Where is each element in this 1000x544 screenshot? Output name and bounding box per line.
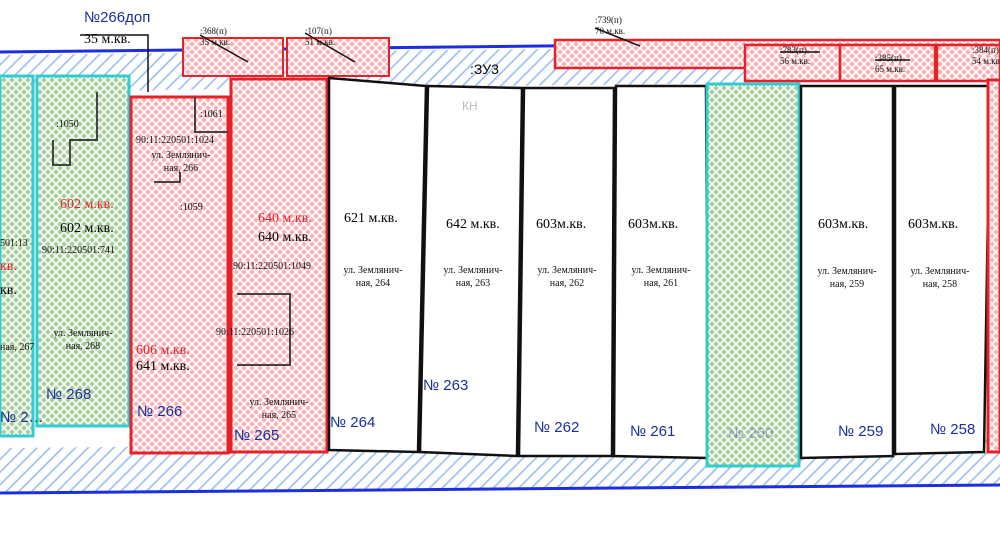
parcel-259-area: 603м.кв. <box>818 217 869 232</box>
parcel-265-addr: ул. Землянич- ная, 265 <box>249 397 309 421</box>
parcel-267-area-red: кв. <box>0 259 17 274</box>
parcel-265-shape <box>229 77 329 454</box>
parcel-265-ref: 90:11:220501:1026 <box>216 327 294 338</box>
leader-739 <box>594 27 641 47</box>
parcel-262-addr: ул. Землянич- ная, 262 <box>537 265 597 289</box>
parcel-261-num: № 261 <box>630 423 676 440</box>
parcel-261-addr: ул. Землянич- ная, 261 <box>631 265 691 289</box>
leader-368 <box>199 34 249 63</box>
parcel-258-shape <box>893 84 992 456</box>
strip-368-cad: :368(п) <box>200 26 227 36</box>
strip-368-area: 35 м.кв. <box>200 37 231 47</box>
parcel-262-area: 603м.кв. <box>536 217 587 232</box>
parcel-263-kn: КН <box>462 99 478 113</box>
parcel-266-inner2 <box>154 172 181 183</box>
parcel-267-cad: 501:13 <box>0 238 28 249</box>
parcel-259-addr: ул. Землянич- ная, 259 <box>817 266 877 290</box>
parcel-268-cad: 90:11:220501:741 <box>42 245 115 256</box>
parcel-267-addr: ная, 267 <box>0 342 35 353</box>
parcel-263-addr: ул. Землянич- ная, 263 <box>443 265 503 289</box>
parcel-260-shape <box>705 82 801 468</box>
parcel-268-area: 602 м.кв. <box>60 221 114 236</box>
strip-107-area: 51 м.кв. <box>305 37 336 47</box>
parcel-262-shape <box>517 86 616 458</box>
strip-739-cad: :739(п) <box>595 15 622 25</box>
parcel-259-num: № 259 <box>838 423 884 440</box>
strip-384-area: 54 м.кв. <box>972 56 1000 66</box>
parcel-264-area: 621 м.кв. <box>344 211 398 226</box>
parcel-263-num: № 263 <box>423 377 469 394</box>
strip-385 <box>838 43 937 83</box>
strip-107-cad: :107(п) <box>305 26 332 36</box>
parcel-267-num: № 2… <box>0 409 44 426</box>
parcel-266-area: 641 м.кв. <box>136 359 190 374</box>
parcel-265-area-red: 640 м.кв. <box>258 211 312 226</box>
parcel-268-notch <box>52 92 98 166</box>
plot-area-266dop: 35 м.кв. <box>84 32 131 47</box>
parcel-edge-right <box>986 78 1000 454</box>
strip-783-cad: :783(п) <box>780 45 807 55</box>
strip-368 <box>182 37 284 77</box>
parcel-264-addr: ул. Землянич- ная, 264 <box>343 265 403 289</box>
parcel-268-area-red: 602 м.кв. <box>60 197 114 212</box>
parcel-268-num: № 268 <box>46 386 92 403</box>
strip-107 <box>286 37 390 77</box>
parcel-265-cad: 90:11:220501:1049 <box>233 261 311 272</box>
strip-783-area: 56 м.кв. <box>780 56 811 66</box>
parcel-265-area: 640 м.кв. <box>258 230 312 245</box>
parcel-266-addr: ул. Землянич- ная, 266 <box>151 150 211 174</box>
parcel-266-ref2: :1061 <box>200 109 223 120</box>
strip-739-area: 70 м.кв. <box>595 26 626 36</box>
strip-385-cad: :385(п) <box>875 53 902 63</box>
parcel-263-area: 642 м.кв. <box>446 217 500 232</box>
parcel-260-num: № 260 <box>728 425 774 442</box>
parcel-266-num: № 266 <box>137 403 183 420</box>
parcel-267-area: кв. <box>0 283 17 298</box>
leader-266dop <box>80 34 149 92</box>
boundary-bottom <box>0 483 1000 495</box>
parcel-268-shape <box>35 74 131 428</box>
parcel-263-shape <box>418 84 524 458</box>
parcel-266-ref: :1059 <box>180 202 203 213</box>
parcel-266-cad: 90:11:220501:1024 <box>136 135 214 146</box>
parcel-268-ref: :1050 <box>56 119 79 130</box>
parcel-265-num: № 265 <box>234 427 280 444</box>
strip-385-area: 65 м.кв. <box>875 64 906 74</box>
parcel-267-shape <box>0 74 35 438</box>
leader-107 <box>304 32 356 63</box>
parcel-258-addr: ул. Землянич- ная, 258 <box>910 266 970 290</box>
parcel-266-inner <box>194 97 228 133</box>
plot-label-266dop: №266доп <box>84 9 151 26</box>
strip-384-cad: :384(п) <box>972 45 999 55</box>
parcel-265-inner <box>237 293 291 366</box>
parcel-266-shape <box>129 95 230 455</box>
parcel-261-area: 603м.кв. <box>628 217 679 232</box>
zone-label: :ЗУ3 <box>470 61 499 77</box>
parcel-262-num: № 262 <box>534 419 580 436</box>
parcel-258-area: 603м.кв. <box>908 217 959 232</box>
parcel-266-area-red: 606 м.кв. <box>136 343 190 358</box>
parcel-268-addr: ул. Землянич- ная, 268 <box>53 328 113 352</box>
strip-384 <box>935 43 1000 83</box>
parcel-258-num: № 258 <box>930 421 976 438</box>
parcel-259-shape <box>799 84 895 460</box>
parcel-264-shape <box>327 76 428 454</box>
parcel-264-num: № 264 <box>330 414 376 431</box>
